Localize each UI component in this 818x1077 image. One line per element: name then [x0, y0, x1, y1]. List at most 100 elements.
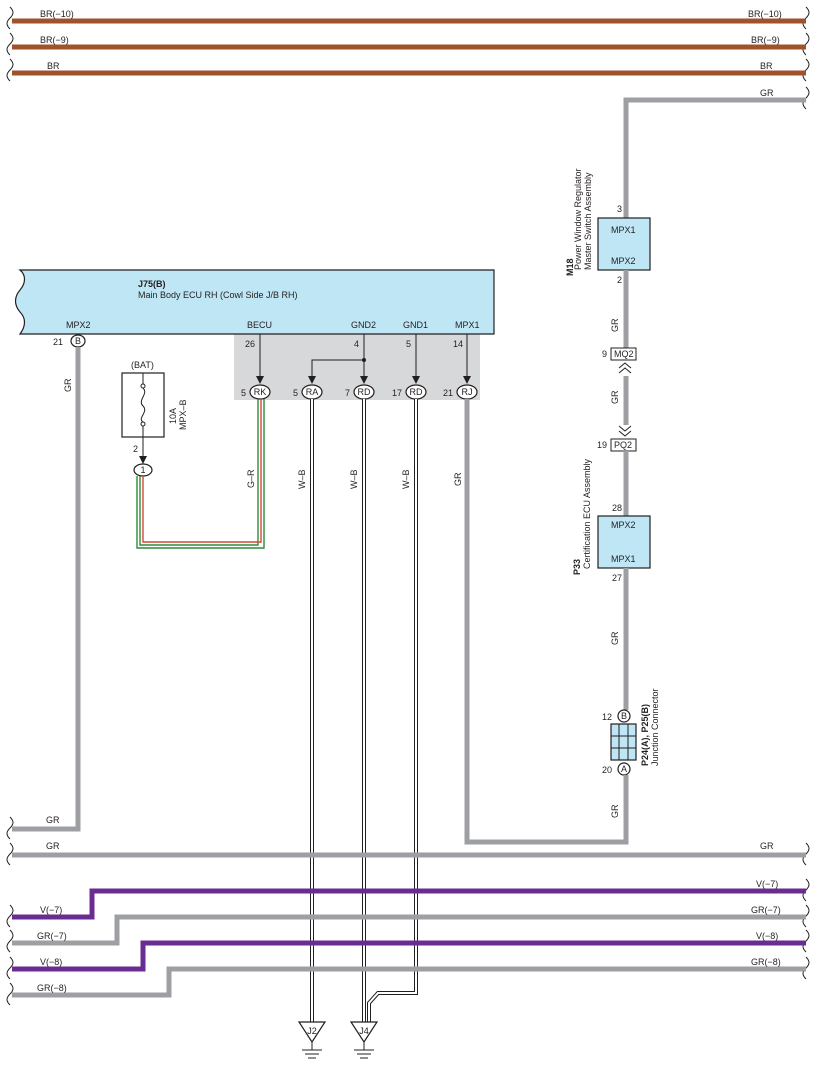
m18-name-line2: Master Switch Assembly — [583, 172, 593, 270]
wire-label-w-b-rd17: W–B — [401, 469, 411, 489]
m18-code: M18 — [565, 258, 575, 276]
fuse-terminal — [140, 383, 146, 389]
wire-label-w-b-rd7: W–B — [349, 469, 359, 489]
wire-break-left — [6, 904, 14, 928]
wire-break-right — [802, 32, 810, 56]
conn-rk-label: RK — [254, 387, 267, 397]
wire-label-w-b-ra: W–B — [297, 469, 307, 489]
wire-label-gr-mpx1: GR — [453, 472, 463, 486]
wire-gr8[interactable] — [12, 966, 806, 998]
wire-w-b-rd17[interactable] — [367, 399, 418, 1022]
p33-term-mpx2: MPX2 — [611, 520, 636, 530]
wire-label-br9-left: BR(−9) — [40, 35, 69, 45]
arrow-icon — [256, 376, 264, 384]
j75-term-mpx1: MPX1 — [455, 320, 480, 330]
mq2-connector[interactable] — [610, 347, 637, 361]
p33-pin-top: 28 — [612, 503, 622, 513]
conn-rj-label: RJ — [462, 387, 473, 397]
mq2-chevron-icon — [618, 362, 632, 374]
wire-label-v8-right: V(−8) — [756, 931, 778, 941]
fuse-name: MPX–B — [178, 399, 188, 430]
wire-gr-mpx1[interactable] — [464, 399, 629, 845]
j75-pin-gnd2: 4 — [354, 339, 359, 349]
pq2-label: PQ2 — [614, 440, 632, 450]
p33-pin-bottom: 27 — [612, 573, 622, 583]
wire-break-left — [6, 842, 14, 866]
wire-v8[interactable] — [12, 940, 806, 972]
wire-label-br9-right: BR(−9) — [751, 35, 780, 45]
p24-conn-b-label: B — [621, 711, 627, 721]
j75-ecu-box[interactable] — [14, 269, 495, 335]
wire-break-right — [802, 58, 810, 82]
conn-ra-label: RA — [306, 387, 319, 397]
j75-code: J75(B) — [138, 279, 166, 289]
wire-label-br-right: BR — [760, 61, 773, 71]
wire-label-gr8-right: GR(−8) — [751, 957, 781, 967]
p24-pin-bottom: 20 — [602, 765, 612, 775]
fuse-terminal — [140, 421, 146, 427]
wire-break-left — [6, 929, 14, 953]
wire-gr-to-m18[interactable] — [623, 97, 806, 218]
conn-ra-pin: 5 — [293, 388, 298, 398]
j75-conn-b-label: B — [75, 336, 81, 346]
pq2-chevron-icon — [618, 425, 632, 437]
conn-rd-7-label: RD — [358, 387, 371, 397]
conn-rd17-pin: 17 — [392, 388, 402, 398]
fuse-source: (BAT) — [131, 360, 154, 370]
j75-name: Main Body ECU RH (Cowl Side J/B RH) — [138, 290, 298, 300]
m18-pin-top: 3 — [617, 204, 622, 214]
wire-break-left — [6, 816, 14, 840]
wire-label-br10-right: BR(−10) — [748, 9, 782, 19]
ground-j2-triangle[interactable] — [297, 1021, 327, 1044]
ground-j4-label: J4 — [359, 1026, 369, 1036]
wire-label-gr-top: GR — [760, 88, 774, 98]
mq2-pin: 9 — [602, 349, 607, 359]
p24-name: Junction Connector — [650, 688, 660, 766]
conn-rj-pin: 21 — [443, 388, 453, 398]
conn-rk-pin: 5 — [241, 388, 246, 398]
wire-gr7[interactable] — [12, 914, 806, 946]
wire-break-left — [6, 956, 14, 980]
j75-term-becu: BECU — [247, 320, 272, 330]
j75-pin-mpx2: 21 — [53, 337, 63, 347]
wire-break-left — [6, 58, 14, 82]
wire-label-gr7-left: GR(−7) — [37, 931, 67, 941]
wire-label-br10-left: BR(−10) — [40, 9, 74, 19]
wire-v7[interactable] — [12, 888, 806, 920]
wire-label-gr7-right: GR(−7) — [751, 905, 781, 915]
conn-rd-17-label: RD — [410, 387, 423, 397]
m18-pin-bottom: 2 — [617, 275, 622, 285]
ground-j4-triangle[interactable] — [349, 1021, 379, 1044]
arrow-icon — [463, 376, 471, 384]
mq2-label: MQ2 — [614, 349, 634, 359]
m18-component[interactable] — [597, 217, 651, 271]
conn-rk[interactable] — [249, 384, 271, 400]
wire-break-right — [802, 6, 810, 30]
j75-term-mpx2: MPX2 — [66, 320, 91, 330]
pq2-pin: 19 — [597, 440, 607, 450]
wire-g-r-stripe — [142, 399, 262, 543]
wire-g-r[interactable] — [136, 399, 265, 549]
wire-label-gr-bottom-left: GR — [46, 841, 60, 851]
arrow-icon — [308, 376, 316, 384]
p33-name: Certification ECU Assembly — [582, 458, 592, 569]
wire-label-br-left: BR — [47, 61, 60, 71]
ground-j2-label: J2 — [307, 1026, 317, 1036]
p24-code: P24(A), P25(B) — [640, 704, 650, 766]
wire-gr-mpx2[interactable] — [12, 347, 81, 832]
wire-label-gr-junction: GR — [610, 804, 620, 818]
wire-label-g-r: G–R — [246, 469, 256, 488]
fuse-element-icon — [140, 387, 146, 423]
fuse-connector-label: 1 — [140, 465, 145, 475]
fuse-pin: 2 — [133, 444, 138, 454]
wire-label-gr-bottom-right: GR — [760, 841, 774, 851]
p24-conn-b[interactable] — [617, 709, 631, 723]
j75-pin-gnd1: 5 — [406, 339, 411, 349]
wire-label-gr-left-829: GR — [46, 815, 60, 825]
j75-pin-becu: 26 — [245, 339, 255, 349]
m18-name-line1: Power Window Regulator — [573, 168, 583, 270]
j75-term-gnd1: GND1 — [403, 320, 428, 330]
p24-junction-block[interactable] — [610, 723, 637, 761]
j75-term-gnd2: GND2 — [351, 320, 376, 330]
